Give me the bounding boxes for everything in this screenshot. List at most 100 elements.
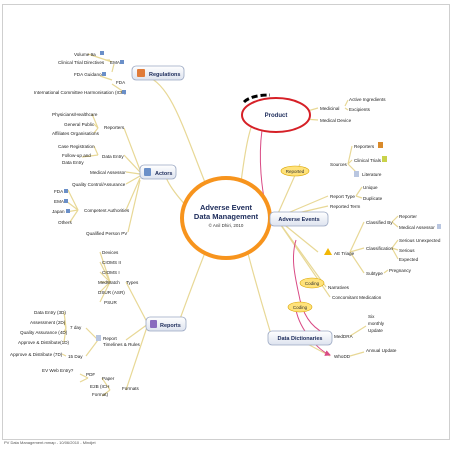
leaf-types: Types xyxy=(126,280,139,285)
reports-icon xyxy=(150,320,157,328)
leaf-active-ingredients: Active Ingredients xyxy=(349,97,386,102)
leaf-formats: Formats xyxy=(122,386,140,391)
leaf-affiliates: Affiliates Organisations xyxy=(52,131,100,136)
leaf-dsur: DSUR (ASR) xyxy=(98,290,125,295)
document-icon xyxy=(66,209,70,213)
leaf-whodd: WhoDD xyxy=(334,354,351,359)
leaf-follow-up: Follow-up and xyxy=(62,153,91,158)
leaf-approve-1d: Approve & Distribute(1D) xyxy=(18,340,70,345)
document-icon xyxy=(122,90,126,94)
document-icon xyxy=(102,72,106,76)
leaf-regulations-fda: FDA xyxy=(116,80,126,85)
footer-filename: PV Data Management.mmap - 10/06/2010 - M… xyxy=(4,440,96,445)
leaf-reporters: Reporters xyxy=(104,125,125,130)
connector-coding-1-label: Coding xyxy=(305,281,320,286)
leaf-data-entry-3d: Data Entry (3D) xyxy=(34,310,66,315)
connector-coding-2-label: Coding xyxy=(293,305,308,310)
leaf-psur: PSUR xyxy=(104,300,117,305)
leaf-case-registration: Case Registration xyxy=(58,144,95,149)
regulations-label: Regulations xyxy=(149,72,180,78)
flask-icon xyxy=(382,156,387,162)
document-icon xyxy=(120,60,124,64)
leaf-others: Others xyxy=(58,220,72,225)
leaf-e2b-3: Format) xyxy=(92,392,109,397)
leaf-approve-7d: Approve & Distribute (7D) xyxy=(10,352,63,357)
leaf-subtype: Subtype xyxy=(366,271,383,276)
leaf-report-type: Report Type xyxy=(330,194,355,199)
leaf-fda-guidance: FDA Guidance xyxy=(74,72,104,77)
leaf-seven-day: 7 day xyxy=(70,325,82,330)
connector-coding-2[interactable]: Coding xyxy=(287,301,313,313)
branch-adverse-events[interactable]: Adverse Events xyxy=(269,211,329,227)
actors-label: Actors xyxy=(155,171,172,177)
leaf-e2b-2: (ICH xyxy=(100,384,109,389)
leaf-data-entry: Data Entry xyxy=(102,154,124,159)
leaf-reporter: Reporter xyxy=(399,214,417,219)
leaf-medical-device: Medical Device xyxy=(320,118,352,123)
actors-icon xyxy=(144,168,151,176)
document-icon xyxy=(96,335,101,341)
connector-reported-label: Reported xyxy=(286,169,305,174)
leaf-pregnancy: Pregnancy xyxy=(389,268,412,273)
map-frame xyxy=(2,4,450,440)
leaf-regulations-ema: EMA xyxy=(110,60,121,65)
leaf-serious-unexpected: Serious Unexpected xyxy=(399,238,441,243)
leaf-ev-web: EV Web Entry? xyxy=(42,368,74,373)
leaf-japan: Japan xyxy=(52,209,65,214)
leaf-six-monthly-1: Six xyxy=(368,314,375,319)
leaf-paper: Paper xyxy=(102,376,115,381)
warning-icon xyxy=(324,248,332,255)
branch-product[interactable]: Product xyxy=(241,93,311,133)
leaf-devices: Devices xyxy=(102,250,119,255)
leaf-fifteen-day: 15 Day xyxy=(68,354,83,359)
leaf-annual-update: Annual Update xyxy=(366,348,397,353)
leaf-medwatch: MedWatch xyxy=(98,280,120,285)
leaf-classified-by: Classified By xyxy=(366,220,393,225)
connector-reported[interactable]: Reported xyxy=(280,165,310,177)
leaf-literature: Literature xyxy=(362,172,382,177)
leaf-timelines-2: Timelines & Rules xyxy=(103,342,141,347)
leaf-ich: International Committee Harmonisation (I… xyxy=(34,90,126,95)
leaf-unique: Unique xyxy=(363,185,378,190)
leaf-six-monthly-2: monthly xyxy=(368,321,385,326)
leaf-pdf: PDF xyxy=(86,372,95,377)
person-icon xyxy=(378,142,383,148)
leaf-concomitant: Concomitant Medication xyxy=(332,295,382,300)
note-icon xyxy=(437,224,441,229)
leaf-duplicate: Duplicate xyxy=(363,196,383,201)
leaf-qc: Quality Control/Assurance xyxy=(72,182,126,187)
central-author: © Anil Dhiri, 2010 xyxy=(209,222,244,228)
leaf-actors-ema: EMA xyxy=(54,199,65,204)
branch-actors[interactable]: Actors xyxy=(139,164,177,180)
leaf-classification: Classification xyxy=(366,246,394,251)
regulations-icon xyxy=(137,69,145,77)
leaf-physicians: Physicians/Healthcare xyxy=(52,112,98,117)
branch-regulations[interactable]: Regulations xyxy=(131,65,185,81)
central-title-line2: Data Management xyxy=(194,212,259,221)
leaf-general-public: General Public xyxy=(64,122,95,127)
branch-data-dictionaries[interactable]: Data Dictionaries xyxy=(267,330,333,346)
branch-reports[interactable]: Reports xyxy=(145,316,187,332)
leaf-narratives: Narratives xyxy=(328,285,350,290)
leaf-ae-medical-assessor: Medical Assessor xyxy=(399,225,435,230)
central-title-line1: Adverse Event xyxy=(200,203,253,212)
leaf-qa-4d: Quality Assurance (4D) xyxy=(20,330,68,335)
leaf-competent-authorities: Competent Authorities xyxy=(84,208,130,213)
leaf-timelines-1: Report xyxy=(103,336,118,341)
reports-label: Reports xyxy=(160,323,181,329)
leaf-reported-term: Reported Term xyxy=(330,204,360,209)
data-dictionaries-label: Data Dictionaries xyxy=(278,336,323,342)
leaf-cioms1: CIOMS I xyxy=(102,270,120,275)
leaf-e2b-1: E2B xyxy=(90,384,99,389)
connector-coding-1[interactable]: Coding xyxy=(299,277,325,289)
leaf-actors-fda: FDA xyxy=(54,189,64,194)
book-icon xyxy=(354,171,359,177)
leaf-ae-triage: AE Triage xyxy=(334,251,355,256)
leaf-excipients: Excipients xyxy=(349,107,371,112)
leaf-cioms2: CIOMS II xyxy=(102,260,121,265)
leaf-sources: Sources xyxy=(330,162,348,167)
leaf-volume9a: Volume 9a xyxy=(74,52,96,57)
leaf-expected: Expected xyxy=(399,257,419,262)
